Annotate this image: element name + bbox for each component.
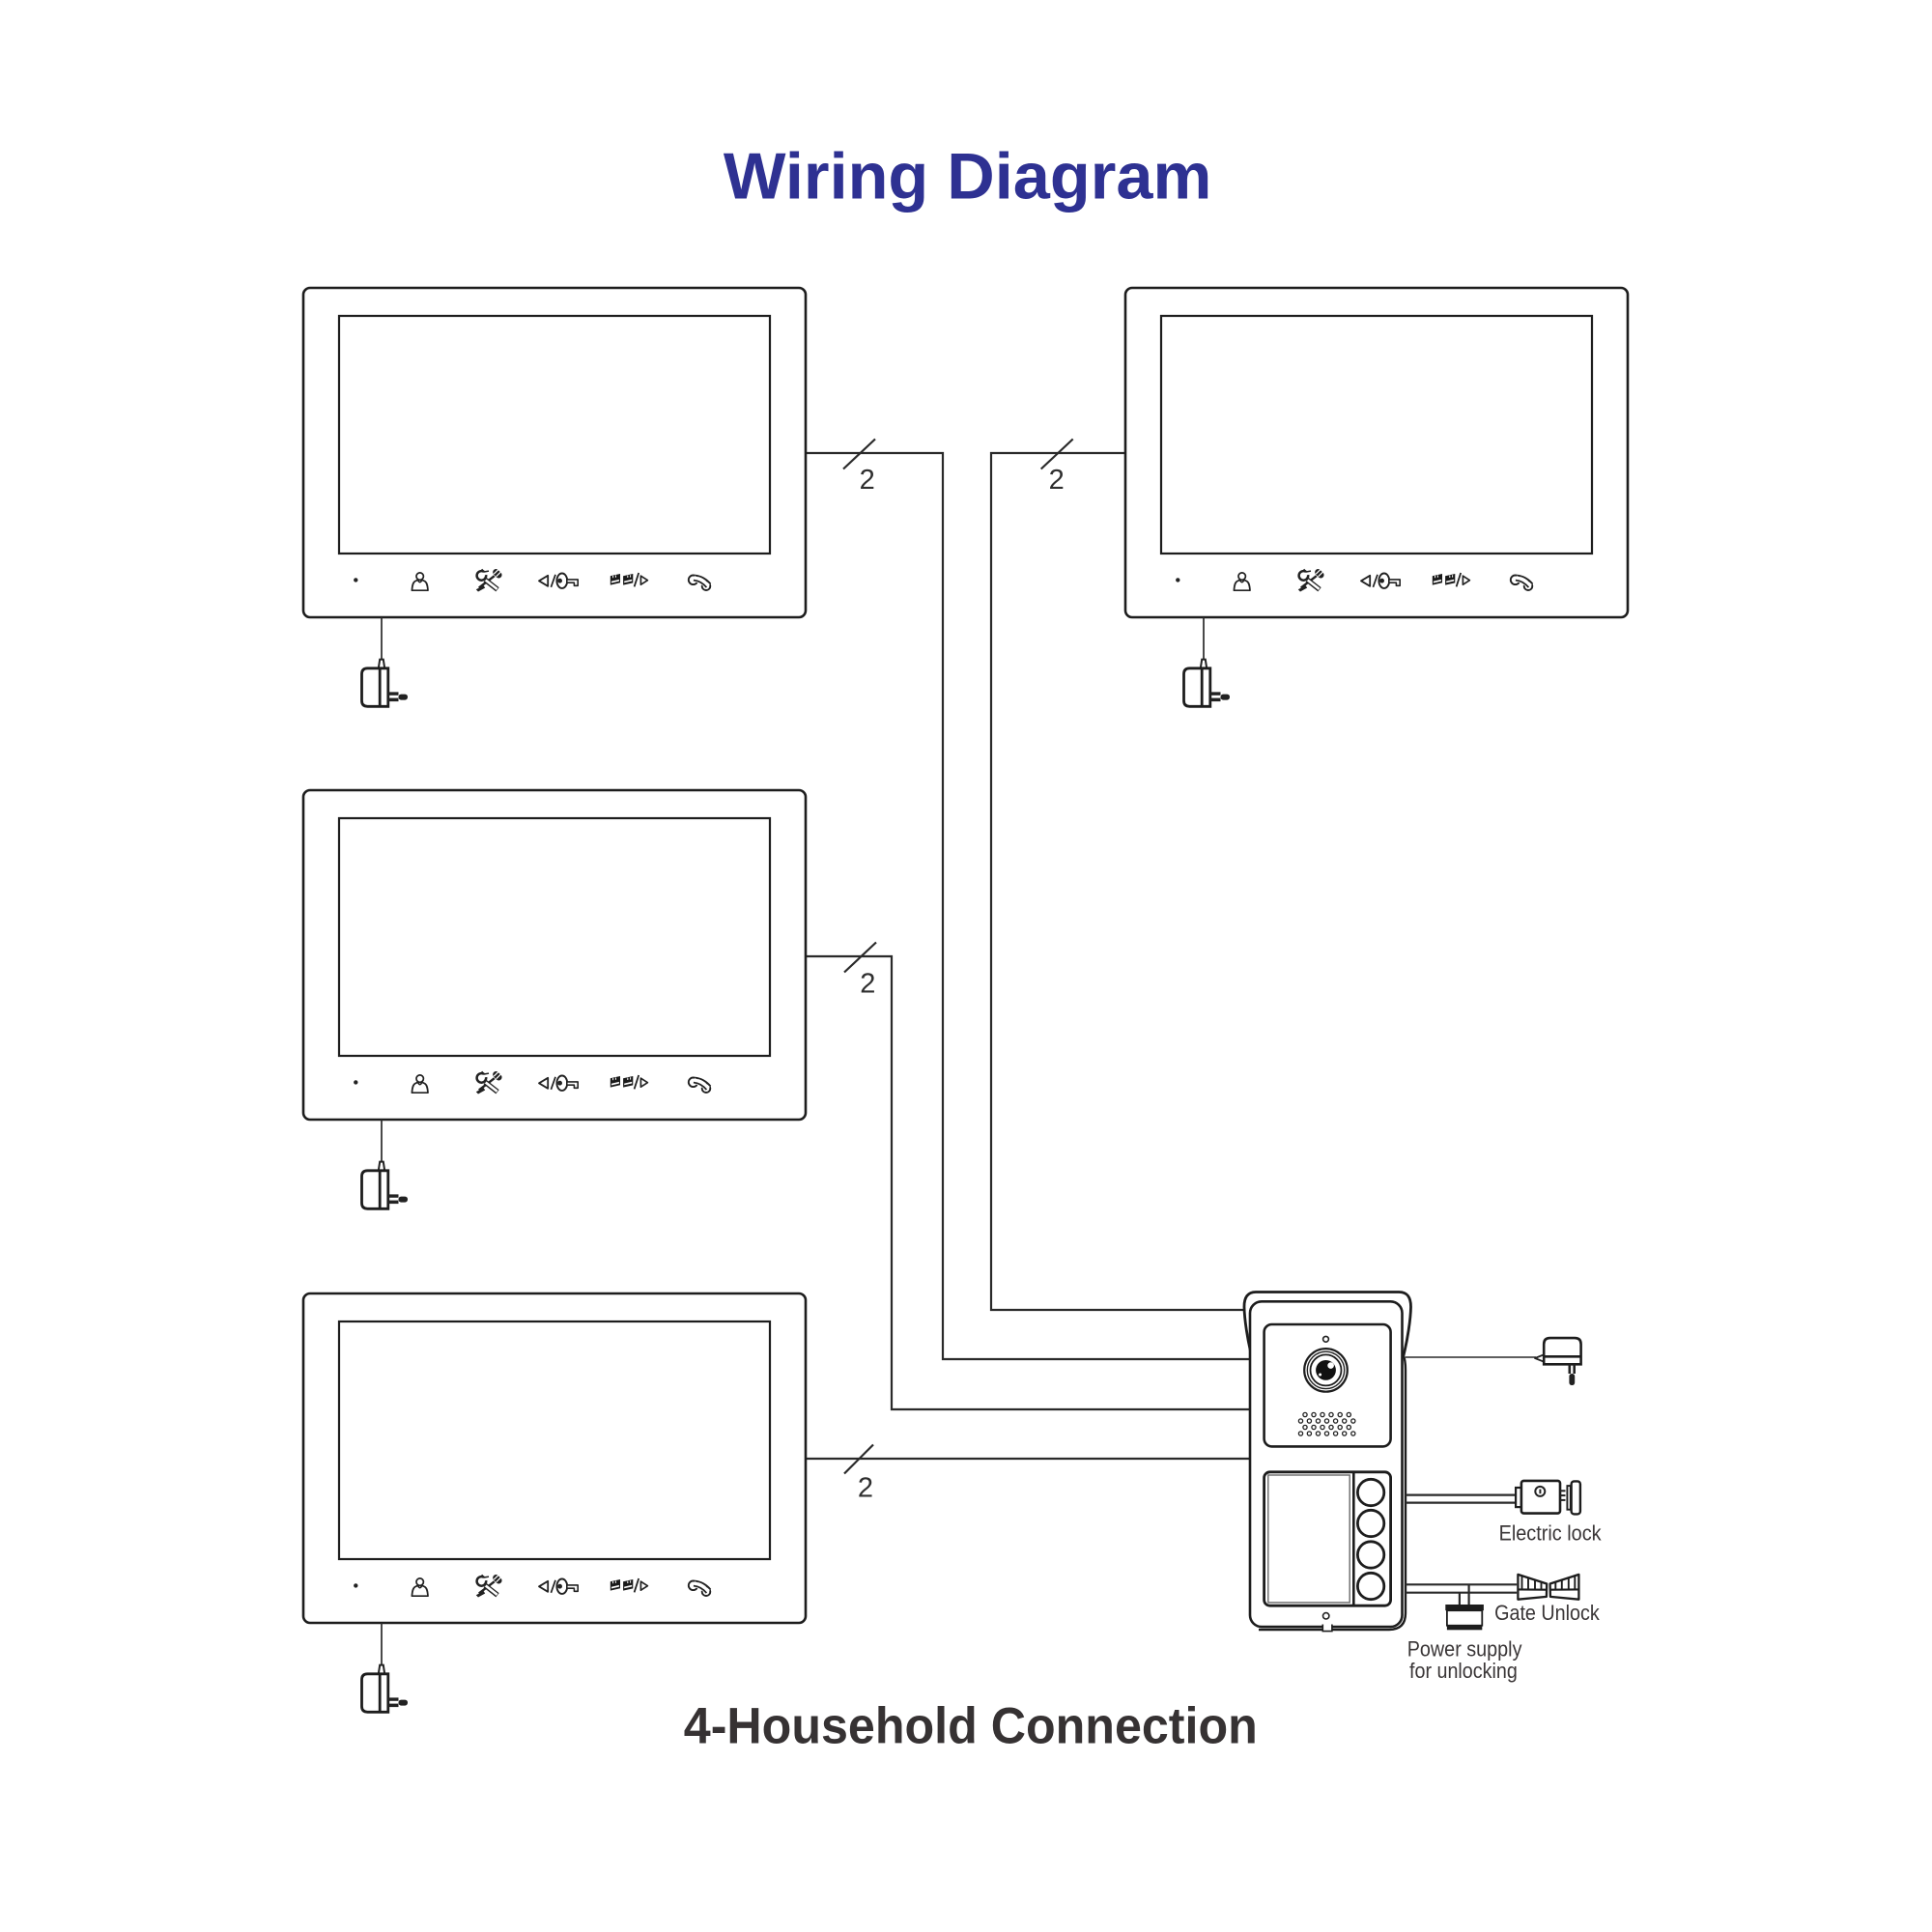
svg-text:Electric lock: Electric lock — [1499, 1520, 1603, 1545]
svg-text:Wiring Diagram: Wiring Diagram — [724, 140, 1212, 213]
svg-text:2: 2 — [858, 1473, 873, 1504]
svg-text:2: 2 — [1049, 465, 1065, 496]
svg-text:4-Household Connection: 4-Household Connection — [684, 1698, 1258, 1755]
svg-text:for unlocking: for unlocking — [1409, 1659, 1518, 1683]
svg-text:2: 2 — [860, 465, 875, 496]
svg-text:Gate Unlock: Gate Unlock — [1494, 1601, 1600, 1625]
svg-text:Power supply: Power supply — [1407, 1637, 1523, 1662]
svg-text:2: 2 — [860, 969, 875, 1000]
